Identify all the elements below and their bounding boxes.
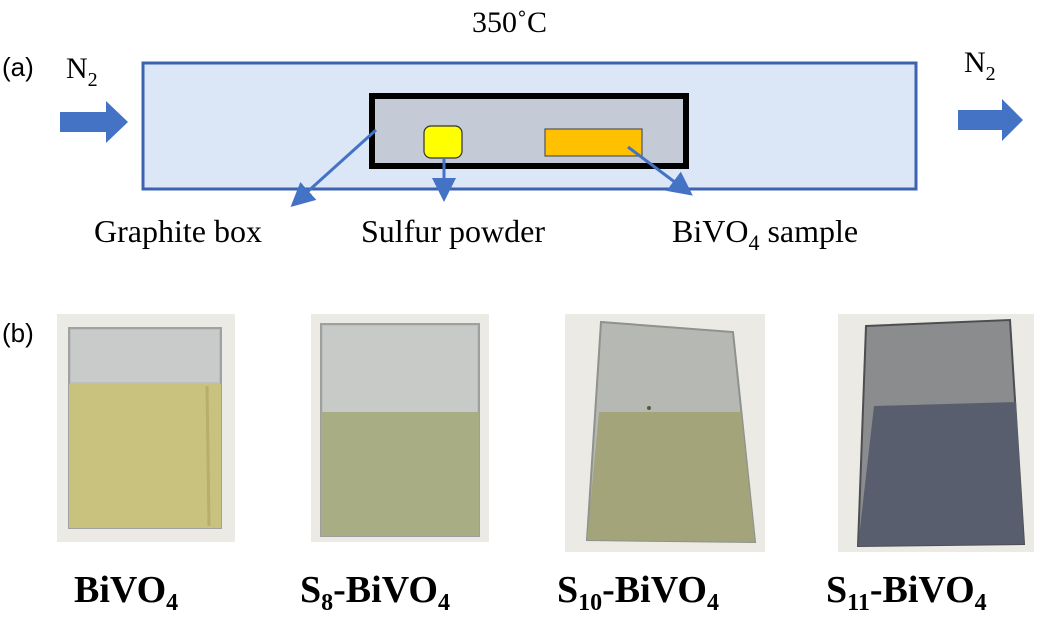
sulfur-powder-label: Sulfur powder	[361, 213, 545, 249]
sample-pointer	[627, 145, 693, 196]
gas-inlet-label: N2	[66, 52, 98, 91]
caption-bivo4: BiVO4	[74, 569, 179, 616]
furnace-schematic: 350˚C N2 N2 Graphite box Sulfur powder B…	[60, 6, 1023, 255]
gas-outlet-label: N2	[964, 46, 996, 85]
film-s11	[858, 402, 1024, 546]
graphite-box-label: Graphite box	[94, 213, 262, 249]
sample-photo-s10	[565, 314, 765, 552]
sulfur-powder	[423, 125, 463, 159]
caption-s10-bivo4: S10-BiVO4	[557, 569, 719, 616]
caption-s8-bivo4: S8-BiVO4	[300, 569, 450, 616]
gas-outlet-arrow-icon	[958, 99, 1023, 141]
panel-b-label: (b)	[2, 318, 34, 348]
film-bivo4	[69, 384, 221, 528]
sample-photo-s11	[838, 314, 1034, 552]
bivo4-sample-label: BiVO4 sample	[672, 213, 858, 255]
film-s10	[587, 412, 755, 542]
caption-s11-bivo4: S11-BiVO4	[826, 569, 987, 616]
temperature-label: 350˚C	[472, 6, 547, 39]
sample-photo-s8	[311, 314, 489, 542]
graphite-box-pointer	[290, 128, 378, 208]
sample-photo-bivo4	[57, 314, 235, 542]
gas-inlet-arrow-icon	[60, 101, 128, 143]
panel-a-label: (a)	[2, 52, 34, 82]
film-s8	[321, 412, 479, 536]
bivo4-sample	[544, 128, 643, 157]
